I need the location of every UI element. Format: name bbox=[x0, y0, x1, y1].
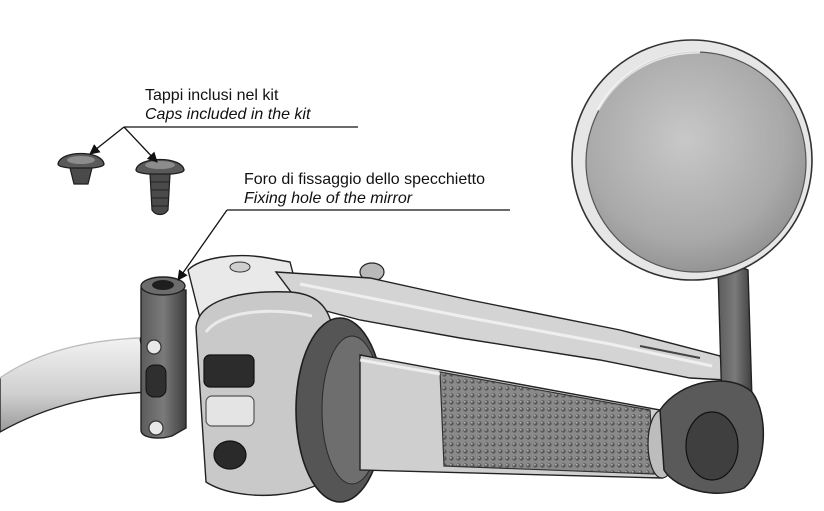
fixing-hole-callout-english: Fixing hole of the mirror bbox=[244, 190, 413, 207]
grip-knurled-section bbox=[439, 371, 655, 475]
clamp-slot bbox=[145, 364, 167, 398]
switch-button-dark bbox=[203, 354, 255, 388]
fixing-hole-callout: Foro di fissaggio dello specchietto Fixi… bbox=[244, 170, 485, 208]
handlebar-tube bbox=[0, 337, 151, 433]
caps-callout-english: Caps included in the kit bbox=[145, 106, 311, 123]
mirror-clamp bbox=[140, 276, 187, 439]
fixing-hole-callout-italian: Foro di fissaggio dello specchietto bbox=[244, 171, 486, 188]
caps-leader bbox=[89, 126, 358, 163]
mirror-stem bbox=[659, 265, 765, 494]
caps-callout-italian: Tappi inclusi nel kit bbox=[145, 87, 279, 104]
fixing-hole-leader bbox=[177, 209, 510, 281]
brake-lever bbox=[274, 271, 727, 381]
clamp-screw-top bbox=[146, 339, 162, 355]
mirror-head bbox=[571, 39, 813, 281]
fixing-hole bbox=[152, 280, 174, 290]
switch-button-round bbox=[213, 440, 247, 470]
switch-button-light bbox=[205, 395, 255, 427]
cap-part-pin bbox=[135, 158, 185, 216]
mirror-glass bbox=[585, 51, 807, 273]
cap-part-round bbox=[57, 152, 105, 185]
clamp-screw-bottom bbox=[148, 420, 164, 436]
grip-sleeve bbox=[359, 354, 677, 479]
caps-callout: Tappi inclusi nel kit Caps included in t… bbox=[145, 86, 310, 124]
